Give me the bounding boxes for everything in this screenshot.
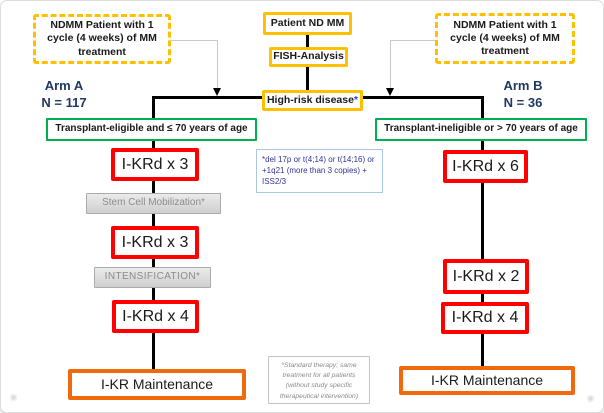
- watermark-dot-right: [586, 394, 595, 403]
- arm-b-ikrd6-box: I-KRd x 6: [443, 150, 528, 183]
- arm-b-label: Arm B N = 36: [478, 78, 568, 112]
- arm-b-ikrd2-box: I-KRd x 2: [443, 259, 529, 294]
- arm-a-n: N = 117: [41, 94, 87, 110]
- arm-a-name: Arm A: [44, 78, 84, 93]
- high-risk-definition-note: *del 17p or t(4;14) or t(14;16) or +1q21…: [256, 149, 383, 193]
- arm-b-ikrd4-box: I-KRd x 4: [441, 302, 529, 334]
- ndmm-note-right-box: NDMM Patient with 1 cycle (4 weeks) of M…: [435, 13, 575, 64]
- arm-b-eligibility-box: Transplant-ineligible or > 70 years of a…: [375, 118, 587, 141]
- branch-drop-left: [152, 96, 155, 119]
- arm-b-maintenance-box: I-KR Maintenance: [399, 366, 575, 395]
- arm-a-ikrd3-second-box: I-KRd x 3: [111, 226, 199, 259]
- arm-a-intensification-box: INTENSIFICATION*: [94, 267, 211, 288]
- left-dashed-connector-v: [217, 40, 218, 89]
- high-risk-asterisk: *: [353, 93, 359, 106]
- left-dashed-connector-h: [171, 40, 218, 41]
- arm-a-ikrd4-box: I-KRd x 4: [112, 300, 199, 333]
- arm-b-spine: [481, 140, 484, 368]
- arm-b-n: N = 36: [503, 94, 543, 110]
- connector-fish-to-highrisk: [306, 66, 309, 91]
- right-dashed-connector-h: [390, 40, 436, 41]
- fish-analysis-box: FISH-Analysis: [269, 47, 348, 67]
- arm-a-eligibility-box: Transplant-eligible and ≤ 70 years of ag…: [46, 118, 257, 141]
- patient-nd-mm-box: Patient ND MM: [263, 12, 352, 35]
- high-risk-disease-box: High-risk disease*: [262, 90, 363, 111]
- watermark-dot-left: [9, 393, 18, 402]
- arm-a-label: Arm A N = 117: [19, 78, 109, 112]
- ndmm-note-left-box: NDMM Patient with 1 cycle (4 weeks) of M…: [33, 14, 171, 64]
- arm-a-maintenance-box: I-KR Maintenance: [68, 369, 246, 400]
- right-dashed-connector-v: [390, 40, 391, 89]
- standard-therapy-note: *Standard therapy; same treatment for al…: [268, 356, 370, 404]
- arm-a-stem-cell-mobilization-box: Stem Cell Mobilization*: [86, 193, 221, 214]
- arm-b-name: Arm B: [503, 78, 543, 93]
- left-down-arrow-icon: [213, 88, 221, 96]
- connector-patient-to-fish: [306, 34, 309, 48]
- high-risk-label: High-risk disease: [266, 93, 354, 106]
- arm-a-ikrd3-first-box: I-KRd x 3: [111, 148, 199, 181]
- branch-drop-right: [481, 96, 484, 119]
- right-down-arrow-icon: [386, 88, 394, 96]
